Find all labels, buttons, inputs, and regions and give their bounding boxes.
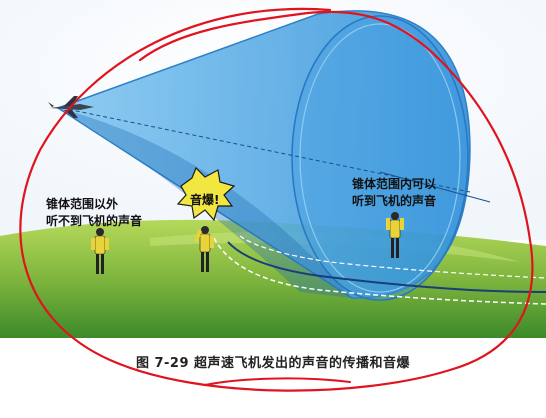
outside-cone-label: 锥体范围以外 听不到飞机的声音 (46, 196, 156, 230)
cone-opening (291, 15, 469, 301)
cone-opening-inner (299, 23, 461, 293)
boom-curve-3 (239, 235, 546, 279)
person-icon (91, 228, 109, 274)
outside-cone-label-line-2: 听不到飞机的声音 (46, 214, 143, 228)
inside-cone-label-line-2: 听到飞机的声音 (352, 194, 437, 208)
inside-cone-label-line-1: 锥体范围内可以 (352, 177, 437, 191)
figure-caption: 图 7-29 超声速飞机发出的声音的传播和音爆 (135, 356, 411, 371)
boom-curve-2 (213, 237, 546, 305)
person-icon (386, 212, 404, 258)
red-annotation-circle (19, 7, 534, 392)
red-annotation-underline (204, 377, 351, 386)
inside-cone-label: 锥体范围内可以 听到飞机的声音 (352, 176, 482, 210)
shock-cone (56, 10, 471, 299)
boom-curve-1 (227, 241, 546, 293)
cone-axis-extension (379, 171, 491, 203)
person-icon (194, 226, 214, 272)
sonic-boom-label: 音爆! (190, 193, 220, 207)
outside-cone-label-line-1: 锥体范围以外 (46, 197, 119, 211)
burst-icon (176, 166, 236, 222)
ground-highlight (150, 231, 520, 262)
